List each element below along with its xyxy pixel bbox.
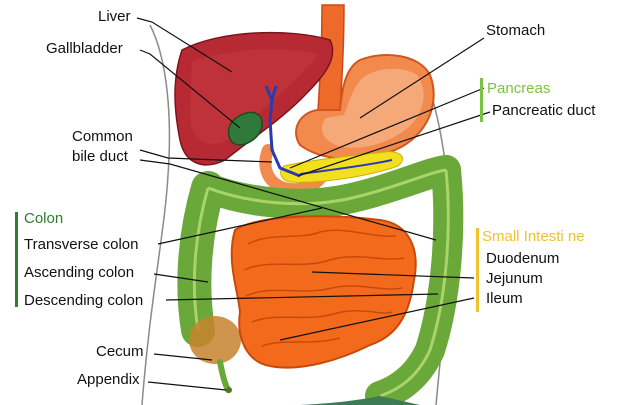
label-duodenum: Duodenum xyxy=(486,250,560,267)
body-outline xyxy=(141,24,171,405)
gallbladder xyxy=(227,111,263,146)
small-intestine-group-bar xyxy=(476,228,479,312)
pancreas-group-bar xyxy=(480,78,483,122)
appendix xyxy=(217,359,231,393)
label-transverse-colon: Transverse colon xyxy=(24,236,139,253)
label-small-intestine-group: Small Intesti ne xyxy=(482,228,585,245)
label-gallbladder: Gallbladder xyxy=(46,40,123,57)
label-pancreas-group: Pancreas xyxy=(487,80,551,97)
label-pancreatic-duct: Pancreatic duct xyxy=(492,102,596,119)
label-common-bile-duct-1: Common xyxy=(72,128,133,145)
cecum xyxy=(189,316,241,364)
bile-duct xyxy=(264,85,301,178)
label-ascending-colon: Ascending colon xyxy=(24,264,135,281)
colon-group-bar xyxy=(15,212,18,307)
label-colon-group: Colon xyxy=(24,210,64,227)
label-common-bile-duct-2: bile duct xyxy=(72,148,128,165)
label-cecum: Cecum xyxy=(96,343,144,360)
label-ileum: Ileum xyxy=(486,290,523,307)
label-descending-colon: Descending colon xyxy=(24,292,144,309)
label-appendix: Appendix xyxy=(77,371,140,388)
small-intestine xyxy=(230,215,417,369)
rectum xyxy=(300,396,420,405)
label-jejunum: Jejunum xyxy=(486,270,543,287)
label-liver: Liver xyxy=(98,8,131,25)
pancreas xyxy=(280,151,403,183)
label-stomach: Stomach xyxy=(486,22,546,39)
duodenum xyxy=(259,144,328,196)
leader-lines xyxy=(136,17,491,391)
